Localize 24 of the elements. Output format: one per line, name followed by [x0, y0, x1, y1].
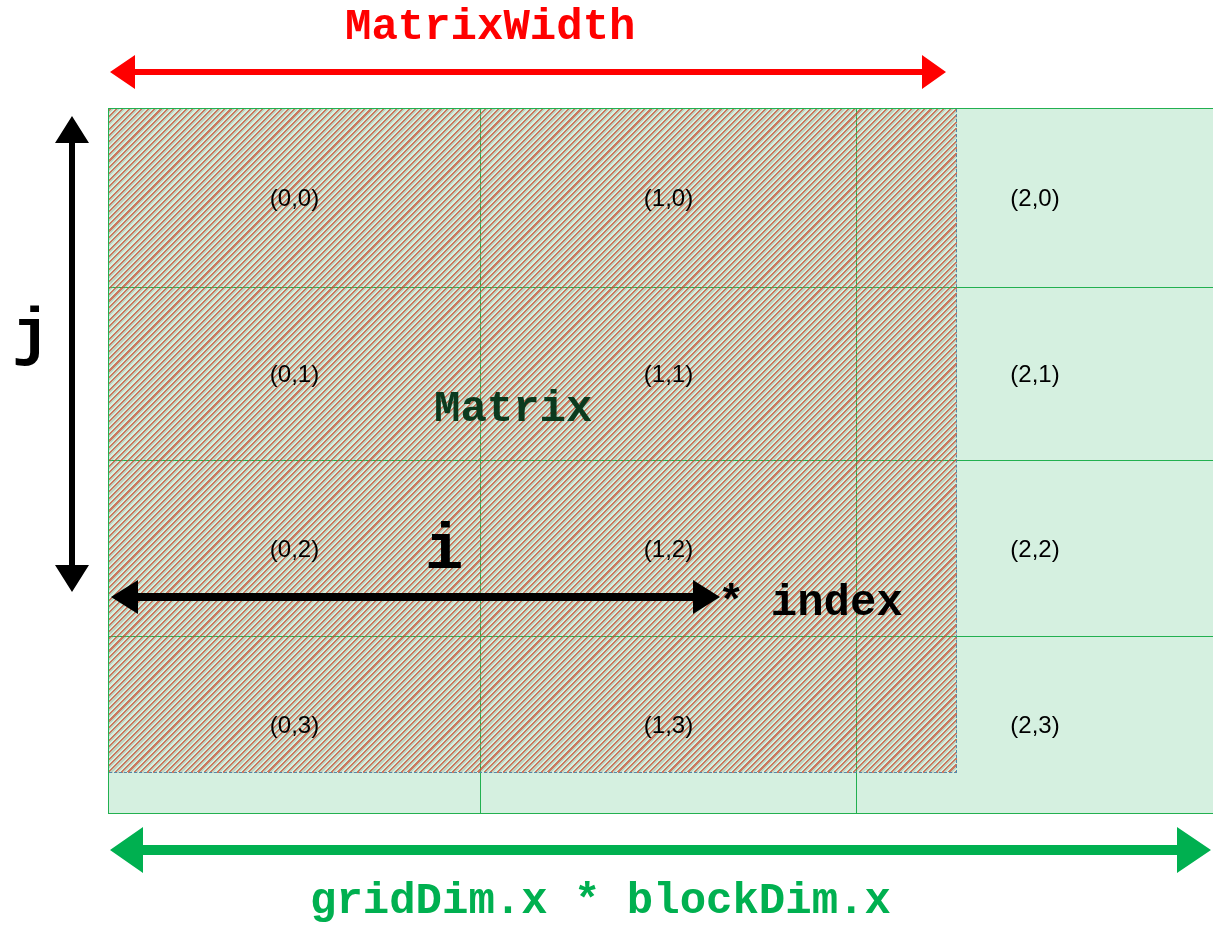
grid-cell — [856, 108, 1213, 288]
cell-label: (0,2) — [269, 534, 320, 563]
grid-cell — [108, 636, 481, 814]
grid-cell — [856, 287, 1213, 461]
width-label: MatrixWidth — [345, 2, 636, 52]
cell-label: (1,3) — [643, 711, 694, 739]
cell-label: (0,3) — [269, 711, 320, 739]
cell-label: (1,0) — [643, 184, 694, 212]
grid-cell — [108, 460, 481, 637]
grid-cell — [108, 108, 481, 288]
axis-label: i — [425, 515, 464, 587]
cell-label: (0,0) — [269, 184, 320, 212]
cell-label: (0,1) — [269, 360, 320, 388]
cell-label: (2,1) — [1010, 360, 1060, 388]
grid-width-label: gridDim.x * blockDim.x — [310, 876, 891, 926]
cell-label: (1,2) — [643, 534, 694, 563]
grid-cell — [480, 108, 857, 288]
cell-label: (2,2) — [1010, 534, 1060, 563]
axis-label: j — [12, 300, 51, 372]
cell-label: (1,1) — [643, 360, 694, 388]
cell-label: (2,0) — [1010, 184, 1060, 212]
cell-label: (2,3) — [1010, 711, 1060, 739]
grid-cell — [480, 636, 857, 814]
grid-cell — [856, 636, 1213, 814]
